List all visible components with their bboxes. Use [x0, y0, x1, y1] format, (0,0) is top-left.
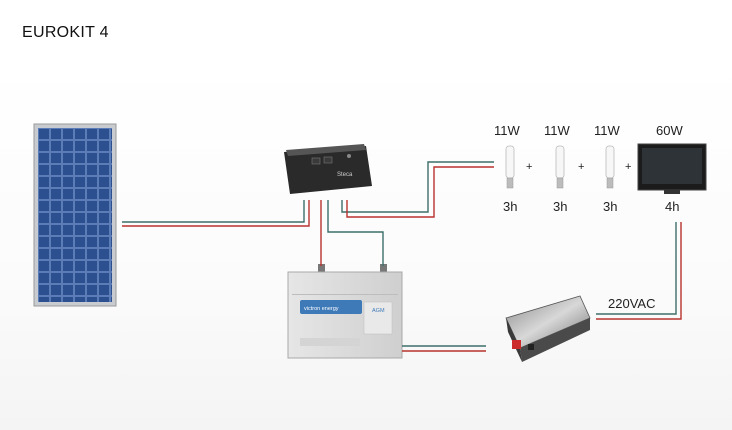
cfl-bulb-icon: [555, 145, 565, 189]
load-4-hours: 4h: [665, 199, 680, 214]
battery-type: AGM: [372, 308, 385, 314]
load-1-power: 11W: [494, 123, 520, 138]
load-4-power: 60W: [656, 123, 683, 138]
battery-icon: [287, 264, 403, 359]
plus-sign: +: [578, 161, 585, 173]
wire-controller-battery: [320, 200, 384, 266]
load-2-power: 11W: [544, 123, 570, 138]
load-2-hours: 3h: [553, 199, 568, 214]
kit-title: EUROKIT 4: [22, 24, 109, 41]
load-1-hours: 3h: [503, 199, 518, 214]
cfl-bulb-icon: [605, 145, 615, 189]
load-3-hours: 3h: [603, 199, 618, 214]
wire-inverter-tv: [596, 222, 682, 320]
diagram-background: [0, 62, 732, 430]
controller-brand: Steca: [337, 172, 353, 178]
wire-panel-controller: [122, 200, 310, 227]
cfl-bulb-icon: [505, 145, 515, 189]
charge-controller-icon: [284, 144, 372, 194]
inverter-output-label: 220VAC: [608, 296, 656, 311]
inverter-icon: [505, 295, 591, 362]
wire-battery-inverter: [402, 345, 486, 352]
wire-controller-loads: [341, 161, 494, 218]
solar-panel-icon: [33, 123, 117, 307]
plus-sign: +: [625, 161, 632, 173]
television-icon: [637, 143, 707, 194]
plus-sign: +: [526, 161, 533, 173]
load-3-power: 11W: [594, 123, 620, 138]
battery-brand: victron energy: [304, 306, 339, 312]
